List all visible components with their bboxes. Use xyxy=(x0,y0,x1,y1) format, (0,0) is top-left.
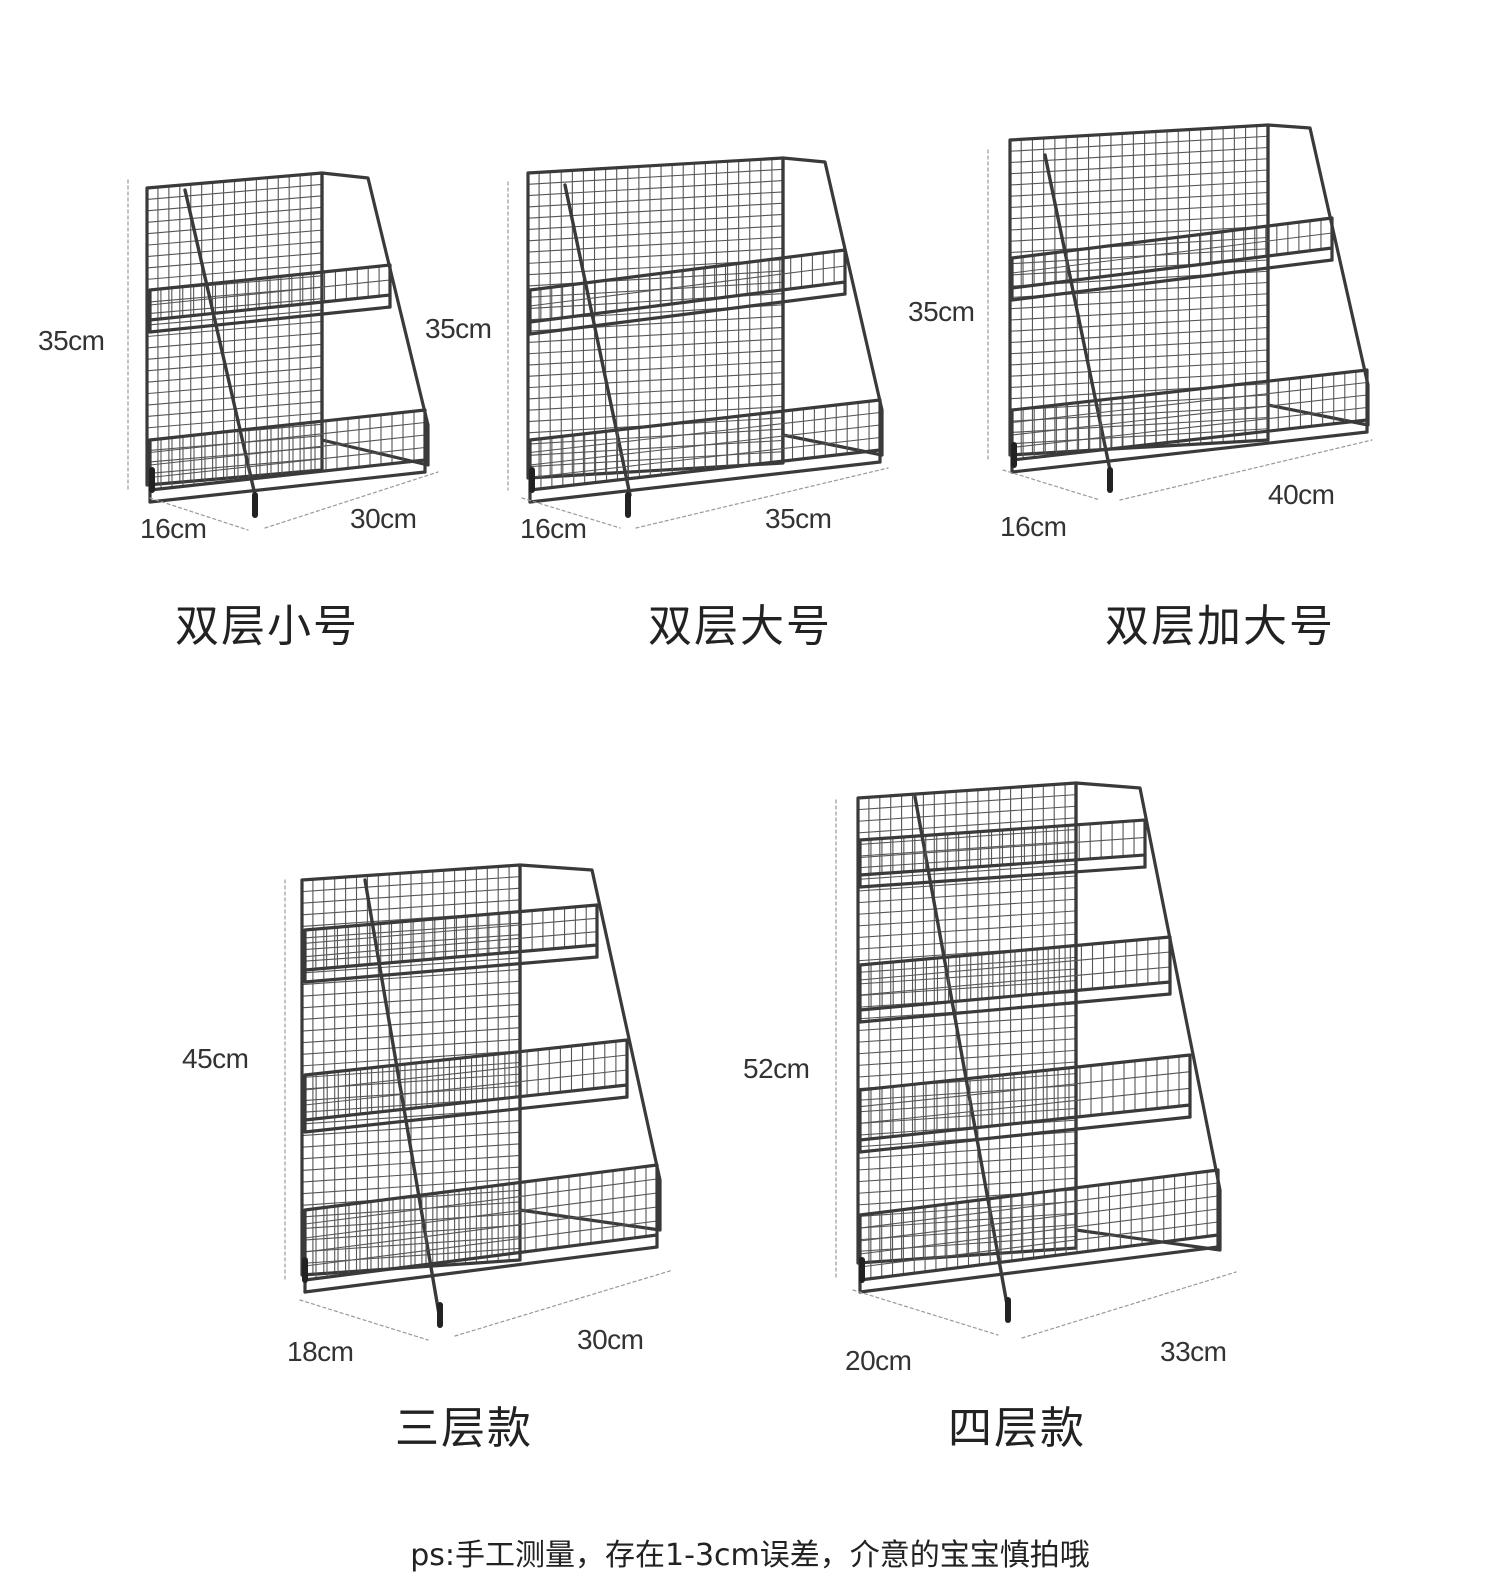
product-name: 双层加大号 xyxy=(1105,601,1335,652)
shelf-1 xyxy=(528,248,847,336)
front-side-rail xyxy=(563,183,632,497)
tray-front-rail xyxy=(1010,258,1334,302)
tray-front-rail xyxy=(528,460,882,504)
height-label: 35cm xyxy=(38,325,105,356)
product-name: 三层款 xyxy=(395,1403,533,1454)
dimension-line xyxy=(1021,1271,1237,1339)
depth-label: 16cm xyxy=(1000,511,1067,542)
shelf-1 xyxy=(148,263,392,334)
tray-front-rail xyxy=(858,865,1147,889)
depth-label: 16cm xyxy=(140,513,207,544)
tray-front-rail xyxy=(1010,430,1369,474)
depth-label: 16cm xyxy=(520,513,587,544)
width-label: 33cm xyxy=(1160,1336,1227,1367)
width-label: 30cm xyxy=(350,503,417,534)
product-two-tier-small: 35cm 16cm 30cm 双层小号 xyxy=(0,0,500,660)
tray-front-rail xyxy=(303,1245,659,1294)
side-frame xyxy=(781,156,884,457)
shelf-3 xyxy=(303,1163,659,1294)
side-frame xyxy=(518,863,662,1232)
tray-front-rail xyxy=(148,470,427,504)
dimension-line xyxy=(635,467,889,529)
shelf-3 xyxy=(858,1053,1192,1154)
height-label: 52cm xyxy=(743,1053,810,1084)
shelf-1 xyxy=(858,818,1147,889)
rack-illustration xyxy=(835,781,1237,1339)
front-side-rail xyxy=(363,878,442,1322)
tray-grid xyxy=(858,1168,1220,1282)
tray-front-rail xyxy=(148,305,392,334)
tray-grid xyxy=(858,1053,1192,1142)
rack-illustration xyxy=(507,156,889,529)
product-two-tier-large: 35cm 16cm 35cm 双层大号 xyxy=(0,0,1000,660)
shelf-1 xyxy=(303,903,599,984)
product-two-tier-xlarge: 35cm 16cm 40cm 双层加大号 xyxy=(0,0,1500,660)
product-four-tier: 52cm 20cm 33cm 四层款 xyxy=(743,781,1237,1454)
tray-front-rail xyxy=(858,1115,1192,1154)
product-name: 四层款 xyxy=(948,1403,1086,1454)
height-label: 45cm xyxy=(182,1043,249,1074)
height-label: 35cm xyxy=(908,296,975,327)
tray-front-rail xyxy=(528,292,847,336)
rack-illustration xyxy=(284,863,674,1341)
product-name: 双层小号 xyxy=(175,601,359,652)
measurement-note: ps:手工测量，存在1-3cm误差，介意的宝宝慎拍哦 xyxy=(410,1538,1090,1573)
dimension-line xyxy=(1119,439,1373,501)
dimension-line xyxy=(521,497,621,529)
rack-illustration xyxy=(127,171,439,531)
tray-front-rail xyxy=(858,992,1172,1024)
shelf-1 xyxy=(1010,216,1334,302)
dimension-line xyxy=(149,497,249,531)
depth-label: 18cm xyxy=(287,1336,354,1367)
dimension-line xyxy=(264,471,439,529)
shelf-2 xyxy=(303,1038,629,1134)
dimension-line xyxy=(852,1289,999,1336)
dimension-line xyxy=(299,1299,429,1341)
shelf-2 xyxy=(1010,368,1369,474)
tray-grid xyxy=(858,818,1147,877)
shelf-2 xyxy=(528,398,882,504)
tray-front-rail xyxy=(303,955,599,984)
dimension-line xyxy=(454,1269,674,1337)
side-frame xyxy=(320,171,430,467)
front-side-rail xyxy=(183,188,257,497)
height-label: 35cm xyxy=(425,313,492,344)
front-side-rail xyxy=(1043,153,1112,472)
shelf-2 xyxy=(858,935,1172,1024)
tray-front-rail xyxy=(858,1245,1220,1294)
product-three-tier: 45cm 18cm 30cm 三层款 xyxy=(182,863,674,1454)
side-frame xyxy=(1074,781,1222,1252)
width-label: 30cm xyxy=(577,1324,644,1355)
dimension-line xyxy=(1002,469,1101,501)
rack-illustration xyxy=(987,123,1373,501)
product-name: 双层大号 xyxy=(648,601,832,652)
shelf-4 xyxy=(858,1168,1220,1294)
width-label: 40cm xyxy=(1268,479,1335,510)
depth-label: 20cm xyxy=(845,1345,912,1376)
width-label: 35cm xyxy=(765,503,832,534)
tray-front-rail xyxy=(303,1095,629,1134)
